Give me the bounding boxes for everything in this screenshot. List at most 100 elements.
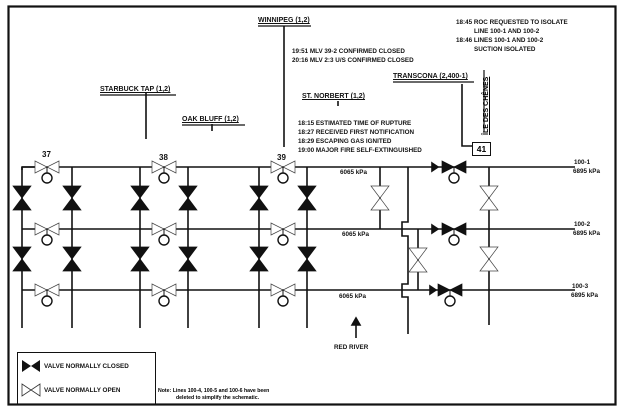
actuator-icon	[444, 295, 456, 307]
crossover-valve-closed-icon	[297, 246, 317, 272]
actuator-icon	[158, 234, 170, 246]
valve-half	[249, 246, 269, 260]
bypass-valve-open-icon	[408, 247, 428, 273]
valve-half	[130, 258, 150, 272]
valve-half	[163, 160, 177, 174]
diagram-frame	[7, 5, 617, 406]
mainline-valve-open-icon	[151, 222, 177, 246]
valve-half	[270, 283, 284, 297]
actuator-icon	[41, 234, 53, 246]
rupture-event: 19:00 MAJOR FIRE SELF-EXTINGUISHED	[298, 147, 422, 154]
valve-half	[479, 185, 499, 199]
valve-half	[12, 197, 32, 211]
valve-half	[249, 258, 269, 272]
line-100-2-id: 100-2	[574, 221, 591, 228]
note-line2: deleted to simplify the schematic.	[176, 395, 260, 402]
crossover-pipe	[401, 167, 409, 334]
station-label-ile-des-chenes: ÎLE DES CHÊNES	[483, 76, 490, 135]
line-100-3-downstream-pressure: 6895 kPa	[571, 292, 598, 299]
line-100-2-downstream-pressure: 6895 kPa	[573, 230, 600, 237]
winnipeg-event: 19:51 MLV 39-2 CONFIRMED CLOSED	[292, 48, 405, 55]
valve-half	[34, 160, 48, 174]
mainline-valve-open-icon	[34, 160, 60, 184]
note-line1: Lines 100-4, 100-5 and 100-6 have been	[172, 388, 270, 394]
actuator-icon	[277, 295, 289, 307]
valve-half	[297, 185, 317, 199]
valve-half	[297, 258, 317, 272]
bypass-valve-open-icon	[479, 246, 499, 272]
valve-half	[408, 247, 428, 261]
valve-half	[453, 222, 467, 236]
station-label-winnipeg: WINNIPEG (1,2)	[258, 17, 310, 24]
valve-half	[62, 258, 82, 272]
valve-group	[12, 160, 499, 307]
crossover-valve-closed-icon	[12, 185, 32, 211]
line-100-3-id: 100-3	[572, 283, 589, 290]
valve-half	[62, 197, 82, 211]
pipe-network	[21, 25, 575, 338]
line-100-3-upstream-pressure: 6065 kPa	[339, 293, 366, 300]
valve-half	[479, 258, 499, 272]
valve-half	[249, 197, 269, 211]
valve-half	[46, 222, 60, 236]
valve-half	[270, 160, 284, 174]
legend-closed-label: VALVE NORMALLY CLOSED	[44, 363, 129, 370]
valve-half	[151, 222, 165, 236]
rupture-event: 18:29 ESCAPING GAS IGNITED	[298, 138, 392, 145]
valve-half	[178, 197, 198, 211]
mainline-valve-open-icon	[151, 283, 177, 307]
actuator-icon	[41, 172, 53, 184]
valve-half	[46, 160, 60, 174]
actuator-icon	[158, 172, 170, 184]
valve-half	[12, 246, 32, 260]
bypass-valve-open-icon	[370, 185, 390, 211]
valve-half	[34, 222, 48, 236]
roc-event: LINE 100-1 AND 100-2	[474, 28, 540, 35]
suction-valve-closed-icon	[441, 160, 467, 184]
open-valve-icon	[21, 383, 41, 397]
valve-half	[151, 283, 165, 297]
station-label-starbuck-tap: STARBUCK TAP (1,2)	[100, 86, 171, 93]
section-number-39: 39	[277, 153, 286, 162]
valve-half	[453, 160, 467, 174]
legend-box: VALVE NORMALLY CLOSED VALVE NORMALLY OPE…	[17, 352, 156, 405]
pipe-segment	[21, 166, 35, 170]
roc-event: 18:45 ROC REQUESTED TO ISOLATE	[456, 19, 568, 26]
suction-valve-closed-icon	[437, 283, 463, 307]
closed-valve-icon	[22, 360, 40, 372]
actuator-icon	[277, 234, 289, 246]
schematic-note: Note: Lines 100-4, 100-5 and 100-6 have …	[158, 388, 269, 402]
valve-half	[297, 246, 317, 260]
station-label-st-norbert: ST. NORBERT (1,2)	[302, 93, 366, 100]
mainline-valve-open-icon	[270, 160, 296, 184]
valve-half	[437, 283, 451, 297]
valve-half	[163, 222, 177, 236]
suction-valve-closed-icon	[441, 222, 467, 246]
roc-event: 18:46 LINES 100-1 AND 100-2	[456, 37, 544, 44]
valve-half	[297, 197, 317, 211]
valve-half	[34, 283, 48, 297]
mainline-valve-open-icon	[270, 222, 296, 246]
valve-half	[178, 246, 198, 260]
valve-half	[130, 246, 150, 260]
crossover-valve-closed-icon	[297, 185, 317, 211]
valve-half	[282, 222, 296, 236]
rupture-event: 18:15 ESTIMATED TIME OF RUPTURE	[298, 120, 412, 127]
flow-arrow-icon	[431, 223, 440, 235]
flow-arrow-icon	[431, 161, 440, 173]
valve-half	[12, 185, 32, 199]
mainline-valve-open-icon	[270, 283, 296, 307]
actuator-icon	[158, 295, 170, 307]
winnipeg-event: 20:16 MLV 2:3 U/S CONFIRMED CLOSED	[292, 57, 414, 64]
section-number-41: 41	[472, 142, 491, 156]
mainline-valve-open-icon	[34, 283, 60, 307]
valve-half	[62, 185, 82, 199]
legend-open-label: VALVE NORMALLY OPEN	[44, 387, 121, 394]
crossover-valve-closed-icon	[130, 185, 150, 211]
valve-half	[370, 185, 390, 199]
valve-half	[130, 197, 150, 211]
crossover-valve-closed-icon	[178, 185, 198, 211]
valve-half	[12, 258, 32, 272]
line-100-1-upstream-pressure: 6065 kPa	[340, 169, 367, 176]
